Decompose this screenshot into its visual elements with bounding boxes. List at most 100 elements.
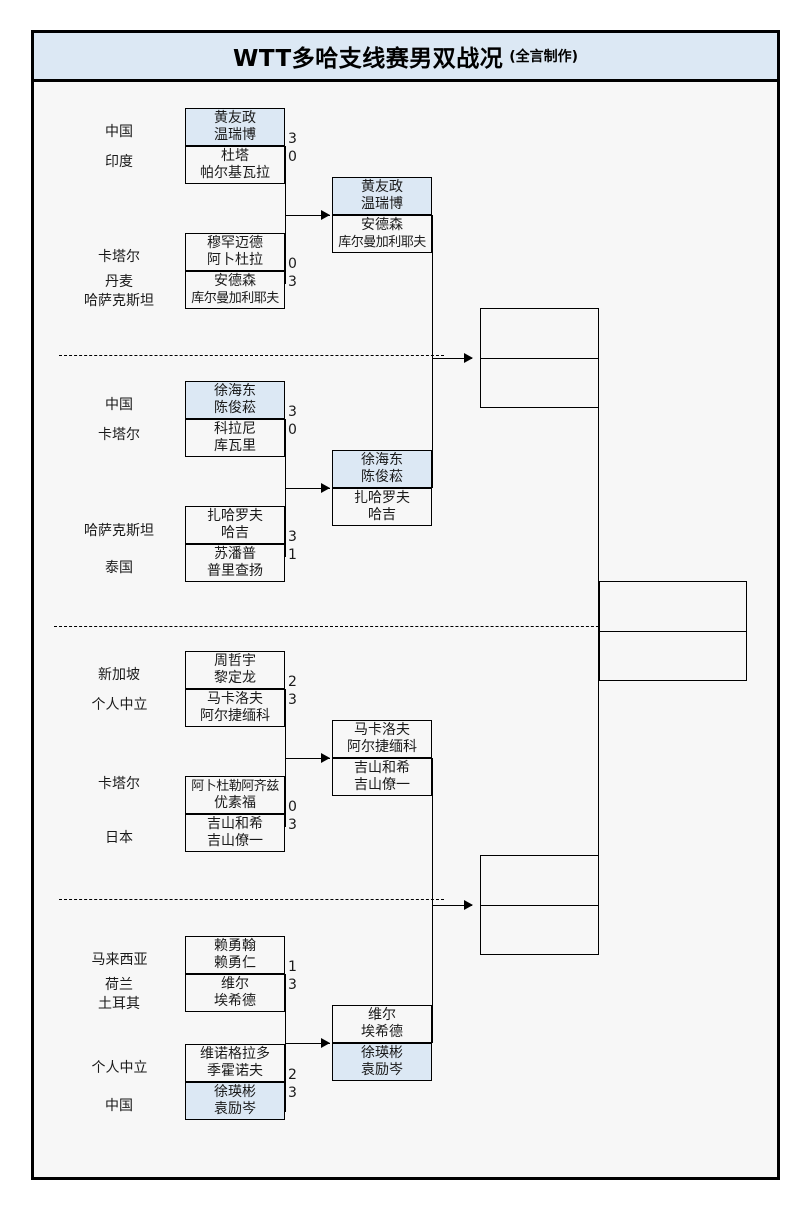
player-name: 穆罕迈德 [207, 235, 263, 251]
player-name: 黄友政 [214, 110, 256, 126]
player-name: 周哲宇 [214, 653, 256, 669]
bracket-connector [285, 758, 330, 759]
country-label: 泰国 [105, 560, 133, 576]
score-label: 0 [288, 256, 297, 272]
player-name: 徐瑛彬 [214, 1084, 256, 1100]
box-divider [481, 358, 598, 359]
player-name: 埃希德 [214, 993, 256, 1009]
player-name: 陈俊菘 [214, 400, 256, 416]
player-name: 库尔曼加利耶夫 [338, 235, 426, 250]
bracket-connector [432, 215, 433, 488]
player-name: 苏潘普 [214, 546, 256, 562]
country-label: 卡塔尔 [98, 427, 140, 443]
team-box[interactable]: 维诺格拉多 季霍诺夫 [185, 1044, 285, 1082]
bracket-arrow [321, 483, 330, 493]
section-divider [59, 355, 444, 356]
team-box[interactable]: 苏潘普 普里查扬 [185, 544, 285, 582]
score-label: 1 [288, 959, 297, 975]
player-name: 吉山和希 [354, 760, 410, 776]
page-subtitle: (全言制作) [509, 49, 579, 65]
team-box[interactable]: 徐瑛彬 袁励岑 [332, 1043, 432, 1081]
player-name: 陈俊菘 [361, 469, 403, 485]
country-label: 个人中立 [91, 1060, 148, 1076]
team-box[interactable]: 扎哈罗夫 哈吉 [332, 488, 432, 526]
player-name: 帕尔基瓦拉 [200, 165, 270, 181]
player-name: 袁励岑 [361, 1062, 403, 1078]
team-box[interactable]: 科拉尼 库瓦里 [185, 419, 285, 457]
player-name: 优素福 [214, 795, 256, 811]
score-label: 3 [288, 692, 297, 708]
country-label: 荷兰 土耳其 [98, 977, 140, 1012]
player-name: 阿卜杜拉 [207, 252, 263, 268]
bracket-frame: WTT多哈支线赛男双战况 (全言制作) 中国 黄友政 温瑞博 3 印度 杜塔 帕… [31, 30, 780, 1180]
player-name: 徐海东 [361, 452, 403, 468]
team-box[interactable]: 赖勇翰 赖勇仁 [185, 936, 285, 974]
score-label: 3 [288, 817, 297, 833]
team-box[interactable]: 维尔 埃希德 [332, 1005, 432, 1043]
page-title: WTT多哈支线赛男双战况 [232, 46, 504, 72]
team-box[interactable]: 吉山和希 吉山僚一 [185, 814, 285, 852]
semifinal-box[interactable] [480, 855, 599, 955]
bracket-connector [432, 758, 433, 1043]
section-divider [54, 626, 614, 627]
bracket-connector [432, 358, 472, 359]
team-box[interactable]: 徐海东 陈俊菘 [185, 381, 285, 419]
country-label: 新加坡 [98, 667, 140, 683]
final-box[interactable] [599, 581, 747, 681]
score-label: 3 [288, 404, 297, 420]
player-name: 吉山僚一 [354, 777, 410, 793]
country-label: 日本 [105, 830, 133, 846]
team-box[interactable]: 周哲宇 黎定龙 [185, 651, 285, 689]
country-label: 中国 [105, 124, 133, 140]
player-name: 赖勇翰 [214, 938, 256, 954]
team-box[interactable]: 黄友政 温瑞博 [185, 108, 285, 146]
team-box[interactable]: 维尔 埃希德 [185, 974, 285, 1012]
score-label: 2 [288, 1067, 297, 1083]
score-label: 3 [288, 1085, 297, 1101]
country-label: 中国 [105, 1098, 133, 1114]
country-label: 马来西亚 [91, 952, 148, 968]
player-name: 马卡洛夫 [354, 722, 410, 738]
score-label: 0 [288, 422, 297, 438]
player-name: 黄友政 [361, 179, 403, 195]
player-name: 维尔 [221, 976, 249, 992]
bracket-arrow [464, 900, 473, 910]
country-label: 哈萨克斯坦 [84, 523, 154, 539]
box-divider [600, 631, 746, 632]
player-name: 温瑞博 [214, 127, 256, 143]
team-box[interactable]: 杜塔 帕尔基瓦拉 [185, 146, 285, 184]
team-box[interactable]: 穆罕迈德 阿卜杜拉 [185, 233, 285, 271]
player-name: 普里查扬 [207, 563, 263, 579]
team-box[interactable]: 安德森 库尔曼加利耶夫 [332, 215, 432, 253]
bracket-connector [285, 215, 330, 216]
player-name: 黎定龙 [214, 670, 256, 686]
semifinal-box[interactable] [480, 308, 599, 408]
bracket-connector [285, 1043, 330, 1044]
team-box[interactable]: 马卡洛夫 阿尔捷缅科 [185, 689, 285, 727]
bracket-arrow [321, 753, 330, 763]
player-name: 科拉尼 [214, 421, 256, 437]
player-name: 扎哈罗夫 [207, 508, 263, 524]
team-box[interactable]: 徐海东 陈俊菘 [332, 450, 432, 488]
team-box[interactable]: 马卡洛夫 阿尔捷缅科 [332, 720, 432, 758]
box-divider [481, 905, 598, 906]
team-box[interactable]: 阿卜杜勒阿齐兹 优素福 [185, 776, 285, 814]
team-box[interactable]: 黄友政 温瑞博 [332, 177, 432, 215]
player-name: 哈吉 [221, 525, 249, 541]
title-bar: WTT多哈支线赛男双战况 (全言制作) [34, 33, 777, 82]
player-name: 赖勇仁 [214, 955, 256, 971]
score-label: 1 [288, 547, 297, 563]
team-box[interactable]: 扎哈罗夫 哈吉 [185, 506, 285, 544]
player-name: 安德森 [214, 273, 256, 289]
team-box[interactable]: 吉山和希 吉山僚一 [332, 758, 432, 796]
score-label: 3 [288, 977, 297, 993]
team-box[interactable]: 徐瑛彬 袁励岑 [185, 1082, 285, 1120]
player-name: 库瓦里 [214, 438, 256, 454]
score-label: 0 [288, 799, 297, 815]
player-name: 季霍诺夫 [207, 1063, 263, 1079]
player-name: 温瑞博 [361, 196, 403, 212]
team-box[interactable]: 安德森 库尔曼加利耶夫 [185, 271, 285, 309]
bracket-connector [432, 905, 472, 906]
player-name: 维诺格拉多 [200, 1046, 270, 1062]
